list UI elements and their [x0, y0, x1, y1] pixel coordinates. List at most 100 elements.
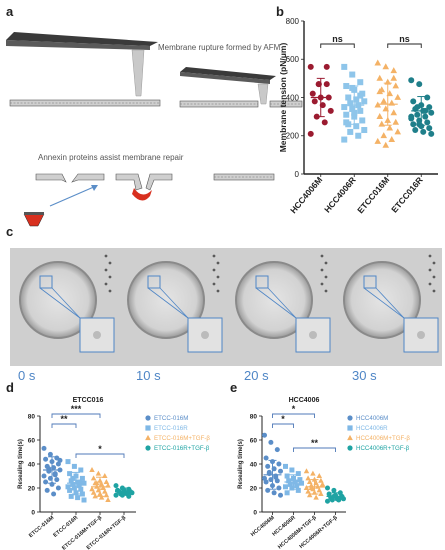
data-point — [92, 493, 98, 499]
data-point — [390, 74, 398, 81]
data-point — [382, 141, 390, 148]
repair-arrow-icon — [49, 185, 98, 207]
legend-marker — [347, 445, 353, 451]
data-point — [388, 135, 396, 142]
legend-marker — [145, 445, 151, 451]
y-tick-label: 20 — [28, 485, 36, 492]
data-point — [378, 120, 386, 127]
significance-label: *** — [71, 404, 82, 414]
timepoint-label: 20 s — [244, 368, 269, 383]
y-tick-label: 20 — [250, 485, 258, 492]
data-point — [357, 92, 364, 99]
data-point — [266, 469, 272, 475]
data-point — [262, 432, 267, 438]
y-tick-label: 60 — [250, 437, 258, 444]
data-point — [341, 136, 348, 143]
data-point — [47, 451, 53, 457]
data-point — [424, 119, 431, 126]
cell-image — [19, 261, 97, 339]
data-point — [68, 493, 74, 499]
data-point — [361, 127, 368, 134]
data-point — [71, 463, 77, 469]
data-point — [283, 484, 288, 490]
significance-label: ns — [332, 34, 343, 44]
data-point — [65, 459, 71, 465]
data-point — [274, 447, 280, 453]
zoom-line — [51, 287, 81, 319]
roi-box — [147, 275, 161, 289]
micro-frame: 0 s — [10, 248, 118, 383]
panel-a: a Membrane rupture formed by AFM Annexin… — [6, 4, 303, 227]
data-point — [347, 100, 354, 107]
data-point — [113, 492, 119, 498]
data-point — [276, 461, 282, 467]
data-point — [380, 132, 388, 139]
data-point — [265, 463, 271, 469]
data-point — [408, 113, 415, 120]
zoom-line — [363, 287, 405, 319]
data-point — [89, 467, 95, 472]
data-point — [414, 111, 421, 118]
data-point — [98, 494, 105, 500]
afm-cantilever-icon — [6, 32, 158, 97]
y-axis-label: Resealing time(s) — [238, 439, 244, 489]
inset-spot — [93, 331, 101, 339]
debris-dot — [104, 282, 108, 286]
y-tick-label: 40 — [28, 461, 36, 468]
debris-dot — [216, 261, 220, 265]
legend-marker — [145, 415, 151, 421]
data-point — [100, 485, 106, 490]
data-point — [325, 485, 330, 491]
debris-dot — [428, 282, 432, 286]
data-point — [71, 485, 77, 491]
data-point — [305, 488, 311, 494]
legend-label: HCC4006R — [356, 425, 388, 432]
data-point — [316, 487, 323, 493]
debris-dot — [104, 268, 108, 272]
data-point — [341, 63, 348, 70]
data-point — [376, 113, 384, 120]
data-point — [394, 128, 402, 135]
data-point — [308, 485, 315, 490]
data-point — [70, 475, 76, 481]
data-point — [113, 483, 119, 489]
panel-letter-a: a — [6, 4, 14, 19]
data-point — [426, 104, 433, 111]
zoom-line — [39, 287, 81, 319]
data-point — [299, 480, 304, 486]
debris-dot — [108, 261, 112, 265]
data-point — [289, 467, 295, 473]
y-tick-label: 0 — [31, 509, 35, 516]
y-tick-label: 400 — [286, 93, 300, 102]
data-point — [357, 79, 364, 86]
data-point — [353, 123, 360, 130]
y-axis-label: Membrane tension (pN/μm) — [278, 43, 288, 153]
debris-dot — [428, 268, 432, 272]
data-point — [284, 490, 290, 496]
data-point — [95, 470, 102, 476]
data-point — [278, 468, 283, 474]
legend-label: HCC4006M+TGF-β — [356, 435, 410, 442]
data-point — [52, 472, 58, 478]
debris-dot — [324, 261, 328, 265]
data-point — [349, 84, 356, 91]
y-tick-label: 80 — [250, 413, 258, 420]
data-point — [376, 88, 384, 95]
legend-marker — [347, 415, 353, 421]
data-point — [295, 487, 301, 493]
data-point — [41, 473, 47, 479]
data-point — [67, 471, 73, 477]
data-point — [313, 494, 319, 500]
timepoint-label: 10 s — [136, 368, 161, 383]
panel-letter-e: e — [230, 380, 237, 395]
data-point — [331, 487, 337, 493]
data-point — [75, 495, 81, 501]
data-point — [374, 137, 382, 144]
data-point — [51, 491, 57, 497]
significance-bracket — [272, 413, 315, 418]
data-point — [103, 479, 110, 484]
significance-bracket — [51, 413, 101, 418]
data-point — [341, 104, 348, 111]
data-point — [44, 487, 50, 493]
micro-frame: 30 s — [334, 248, 442, 383]
